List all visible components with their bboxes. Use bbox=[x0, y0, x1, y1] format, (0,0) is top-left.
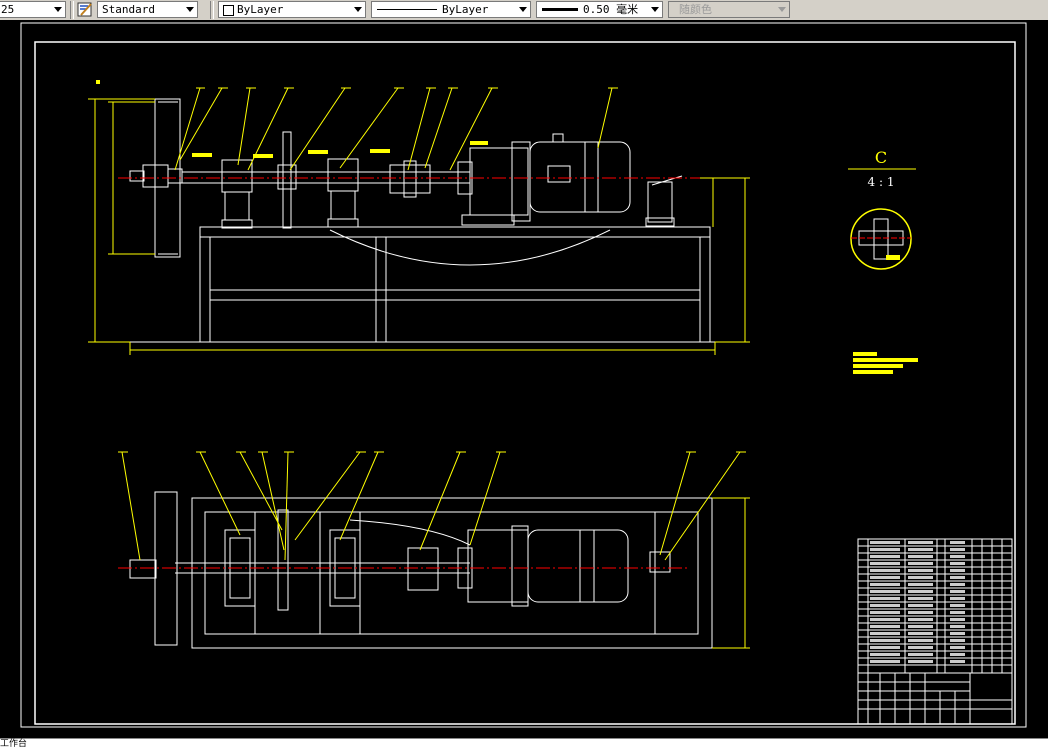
text-style-value: Standard bbox=[102, 3, 155, 16]
detail-label: C bbox=[875, 148, 887, 167]
toolbar-separator bbox=[210, 1, 214, 19]
detail-scale: 4 : 1 bbox=[868, 175, 895, 189]
top-view bbox=[129, 491, 713, 649]
chevron-down-icon[interactable] bbox=[54, 7, 62, 12]
title-block bbox=[857, 672, 1013, 725]
detail-view-c: C 4 : 1 bbox=[848, 148, 918, 374]
outer-border bbox=[20, 22, 1027, 728]
lineweight-sample-icon bbox=[542, 8, 578, 11]
drawing-frame bbox=[34, 41, 1016, 725]
fit-tags bbox=[96, 80, 488, 158]
text-style-combo[interactable]: Standard bbox=[97, 1, 198, 18]
color-control-value: ByLayer bbox=[237, 3, 284, 16]
toolbar-separator bbox=[70, 1, 74, 19]
top-dimensions bbox=[118, 451, 750, 649]
front-dimensions bbox=[88, 87, 750, 355]
chevron-down-icon bbox=[778, 7, 786, 12]
lineweight-control-value: 0.50 毫米 bbox=[583, 3, 639, 16]
plot-style-control-combo: 随颜色 bbox=[668, 1, 790, 18]
drawing-canvas[interactable]: C 4 : 1 bbox=[0, 20, 1048, 749]
plot-style-control-value: 随颜色 bbox=[679, 3, 712, 16]
chevron-down-icon[interactable] bbox=[651, 7, 659, 12]
color-control-combo[interactable]: ByLayer bbox=[218, 1, 366, 18]
front-view bbox=[129, 98, 715, 343]
chevron-down-icon[interactable] bbox=[354, 7, 362, 12]
properties-toolbar: 25 Standard ByLayer ByLayer 0.50 毫米 随颜色 bbox=[0, 0, 1048, 21]
command-line[interactable]: 工作台 bbox=[0, 738, 1048, 749]
command-line-text: 工作台 bbox=[0, 739, 28, 749]
leading-combo[interactable]: 25 bbox=[0, 1, 66, 18]
linetype-control-combo[interactable]: ByLayer bbox=[371, 1, 531, 18]
color-swatch-icon bbox=[223, 5, 234, 16]
chevron-down-icon[interactable] bbox=[519, 7, 527, 12]
parts-list-text bbox=[870, 541, 965, 663]
chevron-down-icon[interactable] bbox=[186, 7, 194, 12]
leading-value: 25 bbox=[1, 3, 15, 16]
lineweight-control-combo[interactable]: 0.50 毫米 bbox=[536, 1, 663, 18]
text-style-icon[interactable] bbox=[77, 2, 93, 17]
linetype-control-value: ByLayer bbox=[442, 3, 489, 16]
linetype-sample-icon bbox=[377, 9, 437, 10]
